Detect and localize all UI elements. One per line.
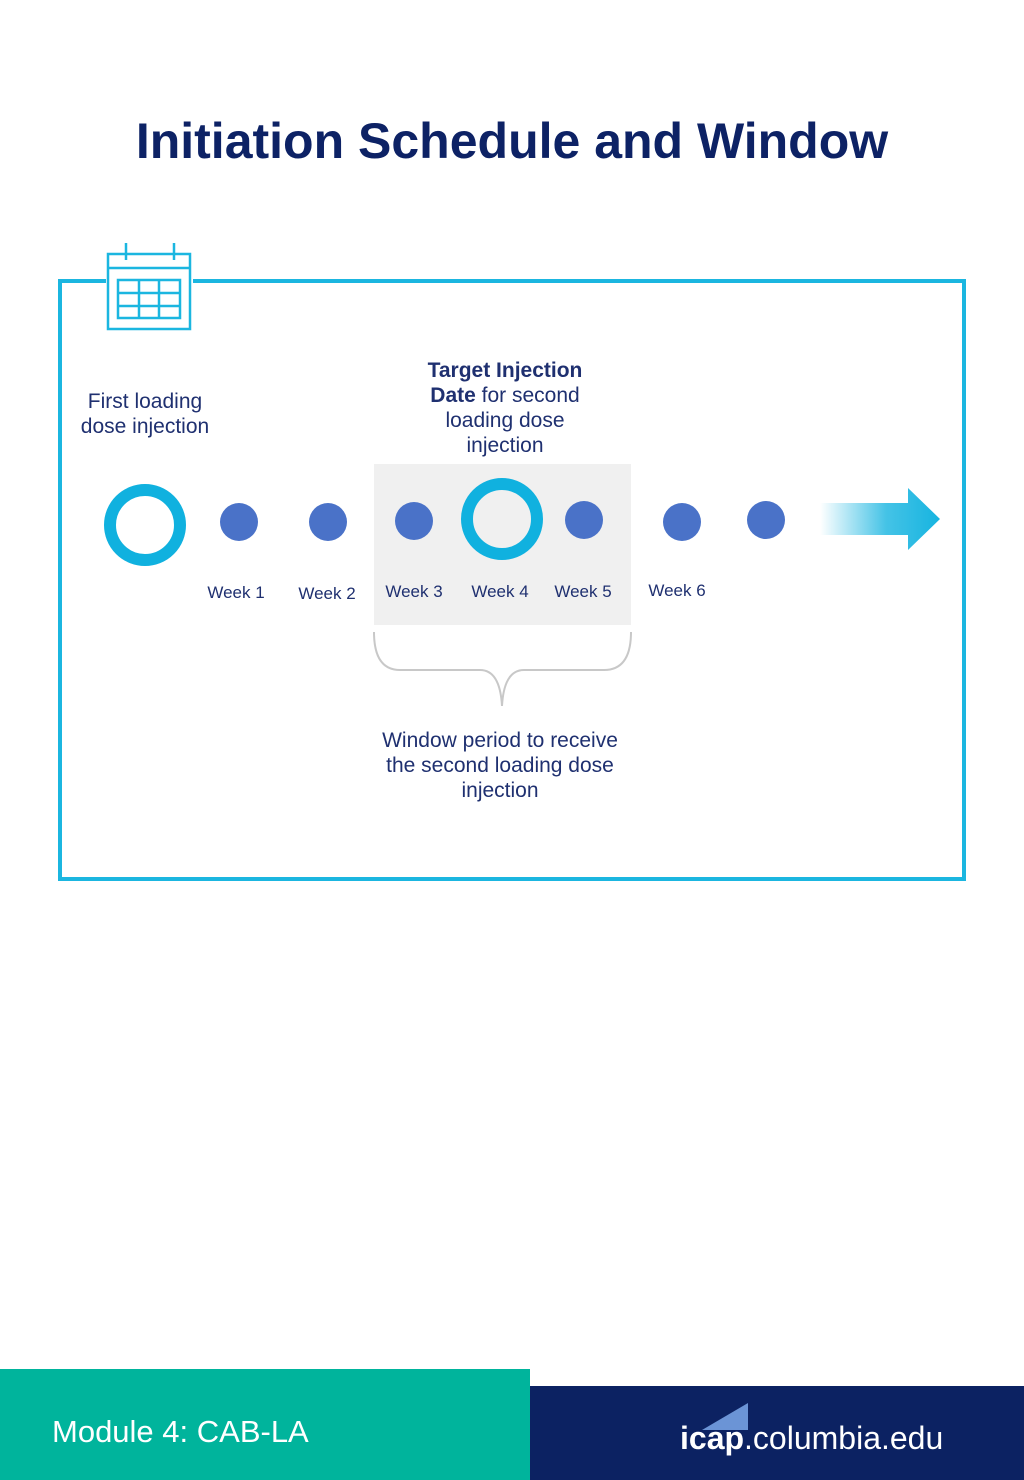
week-5-label: Week 5 xyxy=(554,582,612,601)
calendar-icon xyxy=(106,243,192,331)
first-dose-ring xyxy=(104,484,186,566)
target-injection-label-bold: Target Injection Date xyxy=(427,359,583,407)
week-1-dot xyxy=(220,503,258,541)
week-3-dot xyxy=(395,502,433,540)
content-frame xyxy=(58,279,966,881)
footer-module-band xyxy=(0,1369,530,1480)
week-2-label: Week 2 xyxy=(298,584,356,603)
brace-icon xyxy=(373,631,632,707)
site-domain: .columbia.edu xyxy=(744,1420,944,1456)
week-6-dot xyxy=(663,503,701,541)
week-4-target-ring xyxy=(461,478,543,560)
site-url: icap.columbia.edu xyxy=(680,1420,943,1457)
target-injection-label-rest: for second loading dose injection xyxy=(445,384,580,457)
week-4-label: Week 4 xyxy=(471,582,529,601)
week-6-label: Week 6 xyxy=(648,581,706,600)
week-1-label: Week 1 xyxy=(207,583,265,602)
window-period-area xyxy=(374,464,631,625)
footer-brand-band xyxy=(530,1386,1024,1480)
page-title: Initiation Schedule and Window xyxy=(135,113,889,169)
week-3-label: Week 3 xyxy=(385,582,443,601)
week-7-dot xyxy=(747,501,785,539)
icap-logo-mark-icon xyxy=(702,1403,748,1430)
arrow-right-icon xyxy=(820,488,940,550)
window-period-label: Window period to receive the second load… xyxy=(382,729,618,802)
week-2-dot xyxy=(309,503,347,541)
first-dose-label: First loading dose injection xyxy=(80,390,210,438)
target-injection-label: Target Injection Date for second loading… xyxy=(415,358,595,458)
module-label: Module 4: CAB-LA xyxy=(52,1414,309,1449)
week-5-dot xyxy=(565,501,603,539)
site-brand: icap xyxy=(680,1420,745,1456)
